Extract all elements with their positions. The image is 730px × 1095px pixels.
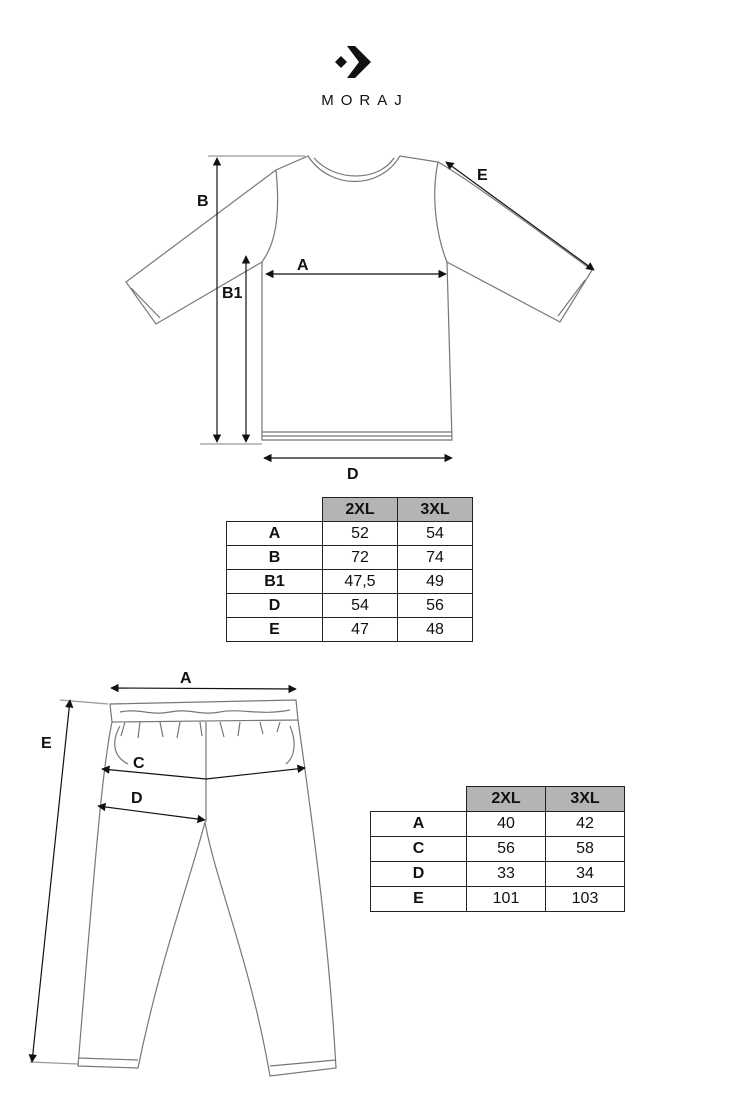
row-label: A [226,521,323,546]
table-row: A 52 54 [226,521,473,546]
table-cell: 52 [322,521,398,546]
table-corner [227,498,323,522]
table-row: E 47 48 [226,617,473,642]
table-cell: 49 [397,569,473,594]
moraj-logo-icon [335,46,371,78]
row-label: E [370,886,467,912]
dimension-e-line [28,699,74,1063]
table-row: D 54 56 [226,593,473,618]
size-header: 2XL [322,497,398,522]
bottom-dimension-lines [28,683,306,1065]
table-cell: 47,5 [322,569,398,594]
table-row: D 33 34 [370,861,625,887]
label-a: A [180,670,192,687]
bottom-size-table: 2XL 3XL A 40 42 C 56 58 D 33 34 E 101 10… [370,786,625,912]
row-label: B1 [226,569,323,594]
brand-name: MORAJ [321,92,409,109]
dimension-e-line [445,161,595,271]
table-cell: 40 [466,811,546,837]
size-header: 2XL [466,786,546,812]
label-d: D [347,466,359,483]
top-outline [125,155,593,441]
dimension-a-line [110,683,297,694]
table-cell: 58 [545,836,625,862]
table-cell: 103 [545,886,625,912]
row-label: C [370,836,467,862]
trousers-outline [77,699,337,1077]
dimension-c-line [101,764,306,780]
size-header: 3XL [397,497,473,522]
label-c: C [133,755,145,772]
label-e: E [41,735,52,752]
row-label: E [226,617,323,642]
top-garment-diagram: B B1 A D E [125,155,595,483]
table-cell: 48 [397,617,473,642]
table-row: B1 47,5 49 [226,569,473,594]
row-label: A [370,811,467,837]
label-b1: B1 [222,285,243,302]
table-header-row: 2XL 3XL [227,497,473,522]
top-dimension-lines [200,155,595,463]
table-cell: 47 [322,617,398,642]
table-corner [371,787,467,812]
table-cell: 54 [322,593,398,618]
top-size-table: 2XL 3XL A 52 54 B 72 74 B1 47,5 49 D 54 … [226,497,473,642]
size-header: 3XL [545,786,625,812]
row-label: D [226,593,323,618]
table-row: A 40 42 [370,811,625,837]
dimension-d-line [97,802,206,824]
label-b: B [197,193,209,210]
label-e: E [477,167,488,184]
table-cell: 56 [397,593,473,618]
table-cell: 74 [397,545,473,570]
table-cell: 34 [545,861,625,887]
label-a: A [297,257,309,274]
row-label: B [226,545,323,570]
label-d: D [131,790,143,807]
table-cell: 56 [466,836,546,862]
row-label: D [370,861,467,887]
table-cell: 72 [322,545,398,570]
table-cell: 42 [545,811,625,837]
table-cell: 54 [397,521,473,546]
table-row: B 72 74 [226,545,473,570]
table-row: C 56 58 [370,836,625,862]
table-row: E 101 103 [370,886,625,912]
table-header-row: 2XL 3XL [371,786,625,812]
table-cell: 101 [466,886,546,912]
table-cell: 33 [466,861,546,887]
